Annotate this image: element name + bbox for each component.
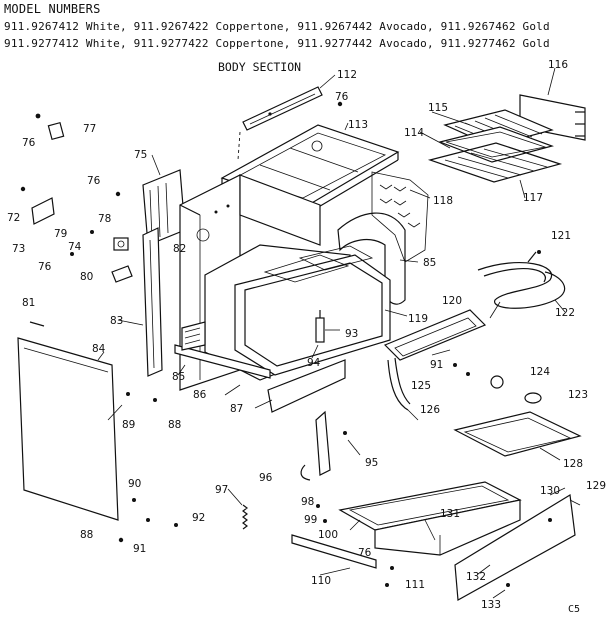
part-100-storage-drawer bbox=[338, 481, 522, 556]
callout-81: 81 bbox=[22, 297, 35, 309]
part-93-sensor bbox=[315, 310, 325, 343]
model-numbers-line-1: 911.9267412 White, 911.9267422 Copperton… bbox=[4, 20, 550, 33]
callout-76-a: 76 bbox=[22, 137, 36, 149]
callout-84: 84 bbox=[92, 343, 106, 355]
part-123-lamp-bulb bbox=[524, 392, 542, 404]
callout-88-b: 88 bbox=[80, 529, 93, 541]
callout-87: 87 bbox=[230, 403, 243, 415]
part-122-bake-element bbox=[477, 250, 566, 309]
callout-98: 98 bbox=[301, 496, 314, 508]
callout-77: 77 bbox=[83, 123, 96, 135]
callout-80: 80 bbox=[80, 271, 93, 283]
callout-121: 121 bbox=[551, 230, 571, 242]
callout-85-a: 85 bbox=[172, 371, 185, 383]
callout-132: 132 bbox=[466, 571, 486, 583]
callout-74: 74 bbox=[68, 241, 82, 253]
callout-83: 83 bbox=[110, 315, 123, 327]
fasteners bbox=[20, 101, 552, 587]
callout-118: 118 bbox=[433, 195, 453, 207]
part-84-side-panel bbox=[17, 337, 119, 521]
leader-lines bbox=[97, 67, 581, 599]
callout-133: 133 bbox=[481, 599, 501, 611]
part-81-trim bbox=[29, 321, 45, 327]
callout-94: 94 bbox=[307, 357, 321, 369]
callout-85-b: 85 bbox=[423, 257, 436, 269]
callout-125: 125 bbox=[411, 380, 431, 392]
callout-76-e: 76 bbox=[358, 547, 372, 559]
callout-129: 129 bbox=[586, 480, 606, 492]
corner-mark: C5 bbox=[568, 604, 581, 615]
section-title: BODY SECTION bbox=[218, 60, 302, 74]
callout-112: 112 bbox=[337, 69, 357, 81]
callout-82: 82 bbox=[173, 243, 186, 255]
model-numbers-line-2: 911.9277412 White, 911.9277422 Copperton… bbox=[4, 37, 550, 50]
callout-76-b: 76 bbox=[87, 175, 101, 187]
part-110-drawer-slide bbox=[291, 534, 377, 569]
callout-130: 130 bbox=[540, 485, 560, 497]
part-73-plate bbox=[31, 197, 55, 225]
callout-114: 114 bbox=[404, 127, 424, 139]
callout-89: 89 bbox=[122, 419, 135, 431]
callout-76-d: 76 bbox=[335, 91, 349, 103]
callout-91-b: 91 bbox=[133, 543, 146, 555]
callout-86: 86 bbox=[193, 389, 207, 401]
callout-100: 100 bbox=[318, 529, 338, 541]
callout-95: 95 bbox=[365, 457, 378, 469]
callout-128: 128 bbox=[563, 458, 583, 470]
part-87-door-frame bbox=[267, 359, 346, 413]
callout-123: 123 bbox=[568, 389, 588, 401]
callout-73: 73 bbox=[12, 243, 25, 255]
callout-labels: 72 73 74 75 76 76 76 76 76 77 78 79 80 8… bbox=[7, 59, 606, 611]
part-83-front-frame bbox=[142, 227, 163, 377]
callout-119: 119 bbox=[408, 313, 428, 325]
part-117-oven-rack bbox=[427, 142, 563, 183]
callout-76-c: 76 bbox=[38, 261, 52, 273]
callout-75: 75 bbox=[134, 149, 147, 161]
callout-111: 111 bbox=[405, 579, 425, 591]
part-96-hinge bbox=[300, 410, 331, 481]
callout-115: 115 bbox=[428, 102, 448, 114]
callout-93: 93 bbox=[345, 328, 358, 340]
part-77-clip bbox=[47, 121, 65, 141]
callout-96: 96 bbox=[259, 472, 273, 484]
part-80-bracket bbox=[111, 265, 133, 283]
part-112-top-trim bbox=[242, 86, 323, 131]
callout-113: 113 bbox=[348, 119, 368, 131]
callout-72: 72 bbox=[7, 212, 20, 224]
part-118-insulation bbox=[337, 171, 429, 305]
oven-liner bbox=[204, 244, 391, 381]
part-126-seal bbox=[387, 357, 411, 411]
callout-131: 131 bbox=[440, 508, 460, 520]
part-128-liner bbox=[453, 411, 582, 457]
callout-124: 124 bbox=[530, 366, 550, 378]
part-120-door-gasket bbox=[383, 309, 487, 361]
part-97-spring bbox=[242, 504, 248, 530]
callout-110: 110 bbox=[311, 575, 331, 587]
part-114-broiler-pan bbox=[438, 126, 554, 163]
callout-91-a: 91 bbox=[430, 359, 443, 371]
callout-117: 117 bbox=[523, 192, 543, 204]
model-numbers-title: MODEL NUMBERS bbox=[4, 2, 101, 16]
part-75-side-bracket bbox=[142, 169, 186, 246]
part-86-bottom-rail bbox=[174, 321, 271, 379]
part-129-drawer-front bbox=[454, 494, 576, 601]
callout-90: 90 bbox=[128, 478, 141, 490]
part-78-switch bbox=[113, 237, 129, 251]
callout-122: 122 bbox=[555, 307, 575, 319]
callout-88-a: 88 bbox=[168, 419, 181, 431]
callout-99: 99 bbox=[304, 514, 317, 526]
callout-97: 97 bbox=[215, 484, 228, 496]
part-124-lamp-socket bbox=[490, 375, 504, 389]
callout-78: 78 bbox=[98, 213, 111, 225]
callout-126: 126 bbox=[420, 404, 440, 416]
callout-79: 79 bbox=[54, 228, 67, 240]
callout-116: 116 bbox=[548, 59, 568, 71]
callout-120: 120 bbox=[442, 295, 462, 307]
callout-92: 92 bbox=[192, 512, 205, 524]
